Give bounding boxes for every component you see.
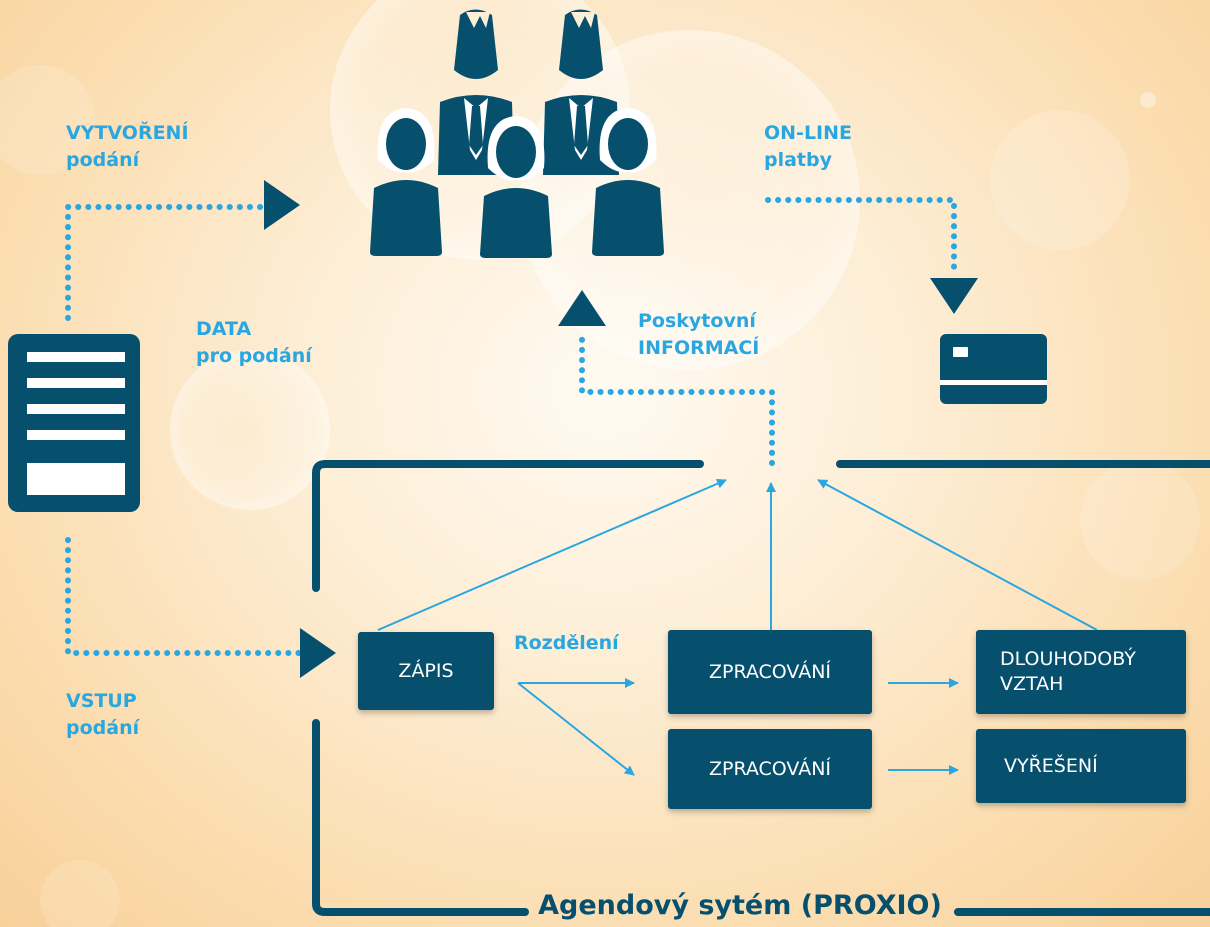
label-vytvoreni-line1: VYTVOŘENÍ — [66, 122, 189, 144]
box-zpracovani-2: ZPRACOVÁNÍ — [668, 729, 872, 809]
label-online-platby: ON-LINE platby — [764, 120, 852, 174]
label-poskytovani-line2: INFORMACÍ — [638, 337, 760, 359]
arrow-dlouhodoby-to-top — [817, 479, 1098, 631]
label-vstup-line1: VSTUP — [66, 690, 137, 712]
label-poskytovani-line1: Poskytovní — [638, 310, 756, 332]
credit-card-icon — [940, 334, 1047, 404]
system-title: Agendový sytém (PROXIO) — [538, 890, 942, 921]
label-data-line1: DATA — [196, 318, 252, 340]
dotted-path-data-to-vytvoreni — [65, 204, 265, 321]
box-zpracovani-1: ZPRACOVÁNÍ — [668, 630, 872, 714]
label-data-pro-podani: DATA pro podání — [196, 316, 312, 370]
box-dlouhodoby-line2: VZTAH — [1000, 673, 1064, 695]
dotted-path-online-to-card — [765, 197, 957, 271]
arrow-right-to-zapis-icon — [300, 628, 336, 678]
system-frame — [312, 460, 1210, 916]
box-dlouhodoby-line1: DLOUHODOBÝ — [1000, 648, 1136, 670]
arrow-up-to-people-icon — [558, 290, 606, 326]
label-data-line2: pro podání — [196, 345, 312, 367]
label-vstup-podani: VSTUP podání — [66, 688, 139, 742]
box-dlouhodoby-vztah: DLOUHODOBÝ VZTAH — [976, 630, 1186, 714]
flow-arrows — [377, 478, 1098, 776]
label-vstup-line2: podání — [66, 717, 140, 739]
arrow-zapis-to-zpracovani-2 — [517, 682, 635, 776]
label-poskytovani-informaci: Poskytovní INFORMACÍ — [638, 308, 759, 362]
document-icon — [8, 334, 140, 512]
arrow-zapis-to-top — [377, 478, 727, 631]
arrow-down-to-card-icon — [930, 278, 978, 314]
label-online-line2: platby — [764, 149, 833, 171]
label-vytvoreni-line2: podání — [66, 149, 140, 171]
dotted-path-system-to-people — [579, 329, 775, 466]
box-vyreseni: VYŘEŠENÍ — [976, 729, 1186, 803]
label-online-line1: ON-LINE — [764, 122, 852, 144]
label-vytvoreni: VYTVOŘENÍ podání — [66, 120, 189, 174]
box-zapis: ZÁPIS — [358, 632, 494, 710]
dotted-connectors — [65, 197, 957, 656]
dotted-path-data-to-vstup — [65, 537, 303, 656]
people-group-icon — [370, 9, 664, 258]
label-rozdeleni: Rozdělení — [514, 632, 619, 654]
triangle-arrows — [264, 180, 978, 678]
arrow-right-to-people-icon — [264, 180, 300, 230]
